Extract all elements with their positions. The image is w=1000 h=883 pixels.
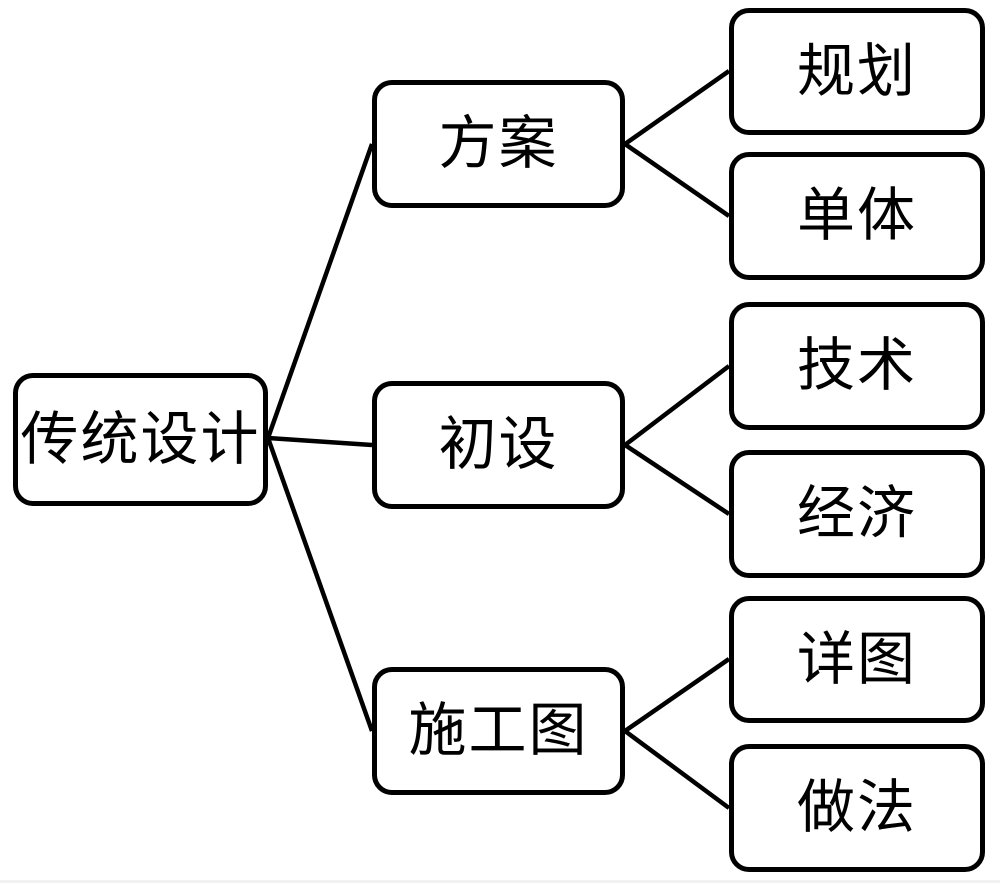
node-detail-drawing: 详图 xyxy=(729,596,985,723)
edge-scheme-to-single-building xyxy=(623,142,731,218)
edge-preliminary-design-to-technical xyxy=(623,364,731,447)
node-economic: 经济 xyxy=(729,450,985,578)
edge-construction-drawing-to-method xyxy=(623,729,731,810)
edge-traditional-design-to-scheme xyxy=(265,143,375,439)
edge-preliminary-design-to-economic xyxy=(623,443,731,516)
node-method: 做法 xyxy=(729,744,985,872)
edge-traditional-design-to-construction-drawing xyxy=(265,437,375,732)
node-single-building: 单体 xyxy=(729,152,985,280)
node-technical: 技术 xyxy=(729,302,985,430)
edge-scheme-to-planning xyxy=(623,69,731,146)
edge-traditional-design-to-preliminary-design xyxy=(267,435,373,448)
node-planning: 规划 xyxy=(729,8,985,135)
node-construction-drawing: 施工图 xyxy=(372,667,625,795)
image-bottom-edge xyxy=(0,880,1000,883)
node-preliminary-design: 初设 xyxy=(372,381,625,509)
node-scheme: 方案 xyxy=(372,80,625,208)
node-traditional-design: 传统设计 xyxy=(13,373,268,506)
edge-construction-drawing-to-detail-drawing xyxy=(623,657,731,733)
